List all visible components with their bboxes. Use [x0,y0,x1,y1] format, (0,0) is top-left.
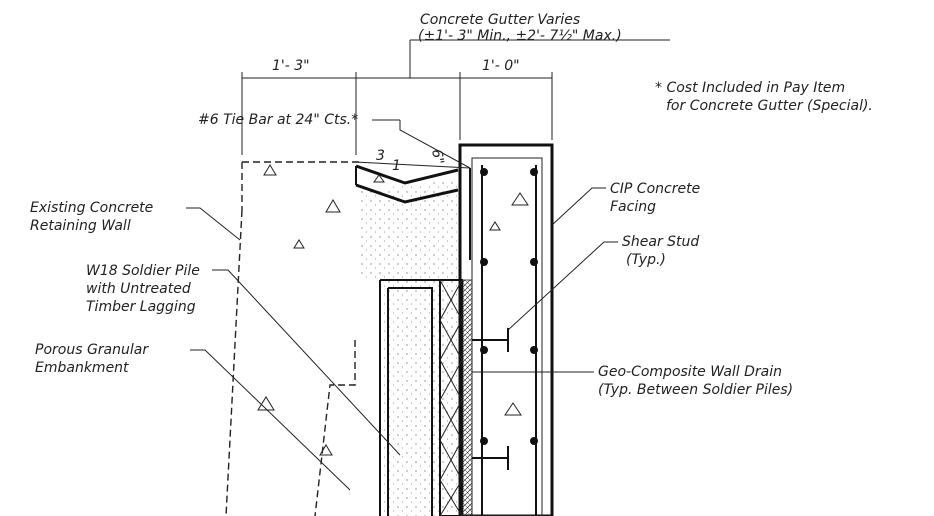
dim-left-label: 1'- 3" [272,58,310,74]
embankment-line2: Embankment [35,360,129,376]
geo-composite-drain [462,279,473,516]
soldier-pile-line2: with Untreated [86,281,191,297]
embankment-line1: Porous Granular [35,342,149,358]
dim-right-label: 1'- 0" [482,58,520,74]
existing-wall-line1: Existing Concrete [30,200,153,216]
cip-line1: CIP Concrete [610,181,700,197]
embankment-leader [190,349,351,491]
shear-leader [507,241,618,331]
concrete-aggregate-marks [257,164,529,456]
shear-line1: Shear Stud [622,234,699,250]
six-inch-label: 6" [428,148,446,166]
slope-run: 3 [376,148,385,164]
existing-retaining-wall [225,161,360,516]
tie-bar-label: #6 Tie Bar at 24" Cts.* [198,112,358,128]
soldier-pile-line1: W18 Soldier Pile [86,263,200,279]
existing-wall-line2: Retaining Wall [30,218,131,234]
shear-line2: (Typ.) [626,252,666,268]
tie-bar-horizontal [354,161,471,169]
dimension-lines [241,39,670,155]
soldier-pile-line3: Timber Lagging [86,299,196,315]
drain-line1: Geo-Composite Wall Drain [598,364,782,380]
cost-note-line2: for Concrete Gutter (Special). [666,98,873,114]
shear-studs [472,328,509,470]
concrete-gutter [355,164,459,204]
gutter-title: Concrete Gutter Varies [420,12,580,28]
cip-line2: Facing [610,199,656,215]
timber-lagging [439,279,463,516]
tie-bar-leader-2 [399,120,471,169]
slope-rise: 1 [392,158,401,174]
cip-leader [551,187,606,226]
gutter-range: (±1'- 3" Min., ±2'- 7½" Max.) [418,28,622,44]
embankment-fill [360,180,460,516]
existing-wall-leader [186,207,241,241]
cip-concrete-facing [458,143,554,516]
soldier-pile-leader [212,269,401,456]
cost-note-line1: * Cost Included in Pay Item [655,80,845,96]
drain-line2: (Typ. Between Soldier Piles) [598,382,793,398]
rebar-dots [480,168,538,445]
